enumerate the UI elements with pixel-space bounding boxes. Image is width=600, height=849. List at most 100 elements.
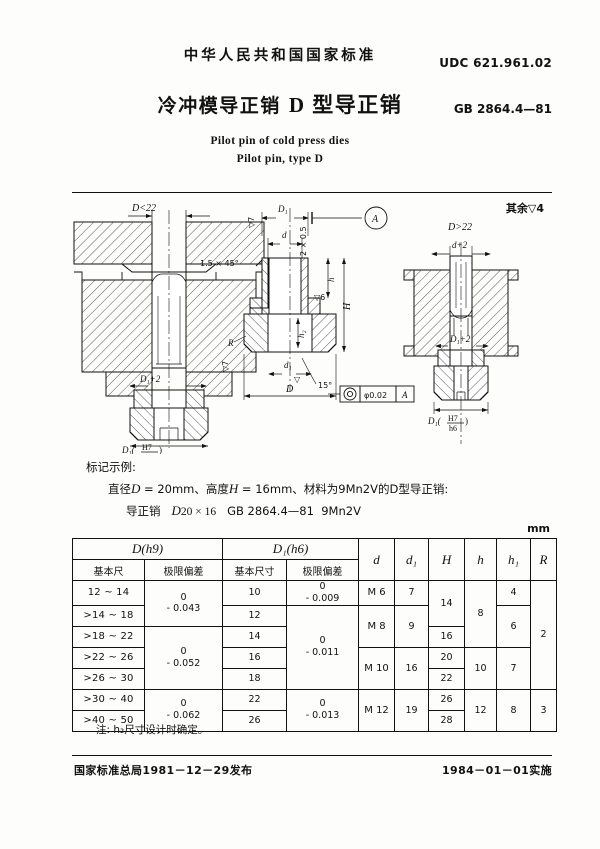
marking-line1-symbol-h: H xyxy=(228,480,239,496)
marking-line2-size: 20 × 16 xyxy=(180,506,217,519)
sub-header-dev-D1: 极限偏差 xyxy=(286,559,360,581)
group-header-D-text: D(h9) xyxy=(131,541,164,556)
svg-text:φ0.02: φ0.02 xyxy=(364,391,387,400)
table-row: >26 ~ 30 18 22 xyxy=(72,667,557,690)
cell-d: M 6 xyxy=(358,580,396,606)
cell-D-deviation: 0 - 0.062 xyxy=(143,688,224,732)
cell-D1-basic: 16 xyxy=(222,646,288,669)
cell-R: 3 xyxy=(530,688,558,732)
svg-text:): ) xyxy=(159,445,162,454)
marking-line1-middle: = 20mm、高度 xyxy=(140,481,229,496)
svg-text:2 × 0.5: 2 × 0.5 xyxy=(299,226,308,256)
cell-d1: 9 xyxy=(394,604,430,648)
center-part-view: D₁ A ▽7 d xyxy=(200,204,415,403)
cell-h: 8 xyxy=(464,580,498,648)
national-standard-label: 中华人民共和国国家标准 xyxy=(183,48,377,64)
cell-d1: 19 xyxy=(394,688,430,732)
title-english-line1: Pilot pin of cold press dies xyxy=(210,135,350,147)
svg-text:): ) xyxy=(465,416,468,426)
svg-text:D₁: D₁ xyxy=(277,204,288,214)
marking-example-line2: 导正销 D20 × 16 GB 2864.4—81 9Mn2V xyxy=(86,500,448,523)
specification-table: D(h9) D₁(h6) d d₁ H h h₁ xyxy=(71,538,558,732)
table-row: >30 ~ 40 0 - 0.062 22 0 - 0.013 M 12 19 … xyxy=(72,688,558,732)
marking-line2-name: 导正销 xyxy=(126,504,161,519)
table-row: >22 ~ 26 16 M 10 16 20 10 7 xyxy=(72,646,557,690)
footer-issue-date: 国家标准总局1981－12－29发布 xyxy=(74,764,253,777)
cell-D-range: >26 ~ 30 xyxy=(72,667,145,690)
cell-h1: 7 xyxy=(496,646,532,690)
svg-text:▽7: ▽7 xyxy=(221,361,230,372)
svg-text:1.5 × 45°: 1.5 × 45° xyxy=(200,259,239,268)
table-unit-label: mm xyxy=(527,522,550,535)
group-header-D1: D₁(h6) xyxy=(222,538,360,560)
cell-d: M 8 xyxy=(358,604,396,648)
cell-H: 26 xyxy=(428,688,466,711)
marking-line1-suffix: = 16mm、材料为9Mn2V的D型导正销: xyxy=(238,481,449,496)
cell-D1-basic: 10 xyxy=(222,580,288,606)
svg-text:h6: h6 xyxy=(143,453,151,454)
svg-text:D₁+2: D₁+2 xyxy=(139,374,161,384)
cell-D-range: >30 ~ 40 xyxy=(72,688,145,711)
marking-example: 标记示例: 直径D = 20mm、高度H = 16mm、材料为9Mn2V的D型导… xyxy=(86,458,448,523)
cell-d1: 7 xyxy=(394,580,430,606)
svg-text:h6: h6 xyxy=(449,424,457,433)
svg-text:D<22: D<22 xyxy=(131,203,156,214)
marking-example-label: 标记示例: xyxy=(86,460,136,474)
cell-D1-deviation: 0 - 0.009 xyxy=(286,580,360,606)
cell-D-deviation: 0 - 0.052 xyxy=(143,625,224,690)
cell-D1-basic: 14 xyxy=(222,625,288,648)
cell-d: M 12 xyxy=(358,688,396,732)
cell-D1-basic: 18 xyxy=(222,667,288,690)
table-row: >14 ~ 18 12 0 - 0.011 M 8 9 6 xyxy=(72,604,557,690)
drawing-svg: D<22 xyxy=(73,203,519,454)
left-assembly-view: D<22 xyxy=(73,203,265,454)
technical-drawing: 其余▽4 D<22 xyxy=(60,196,556,454)
svg-text:H7: H7 xyxy=(448,414,458,423)
sub-header-basic-D: 基本尺 xyxy=(72,559,145,581)
cell-D-range: >14 ~ 18 xyxy=(72,604,145,627)
svg-text:h₂: h₂ xyxy=(296,330,306,338)
cell-D1-basic: 22 xyxy=(222,688,288,711)
svg-text:▽6: ▽6 xyxy=(314,293,325,302)
cell-R: 2 xyxy=(530,580,558,690)
cell-D1-deviation: 0 - 0.013 xyxy=(286,688,360,732)
svg-text:H7: H7 xyxy=(142,443,152,452)
title-type: D 型导正销 xyxy=(288,93,403,117)
cell-h1: 6 xyxy=(496,604,532,648)
cell-H: 16 xyxy=(428,625,466,648)
col-header-d: d xyxy=(358,538,396,581)
cell-H: 20 xyxy=(428,646,466,669)
cell-D1-deviation: 0 - 0.011 xyxy=(286,604,360,690)
cell-H: 14 xyxy=(428,580,466,627)
svg-text:15°: 15° xyxy=(318,381,332,390)
svg-text:H: H xyxy=(342,302,353,311)
marking-line2-symbol-d: D xyxy=(171,503,181,519)
col-header-h1: h₁ xyxy=(496,538,532,581)
header-divider xyxy=(72,192,552,193)
sub-header-basic-D1: 基本尺寸 xyxy=(222,559,288,581)
svg-text:d: d xyxy=(282,230,287,240)
table-row: >40 ~ 50 26 28 xyxy=(72,709,557,732)
cell-D-range: >18 ~ 22 xyxy=(72,625,145,648)
cell-D-range: >22 ~ 26 xyxy=(72,646,145,669)
col-header-h: h xyxy=(464,538,498,581)
svg-text:▽7: ▽7 xyxy=(247,217,256,228)
gb-number: GB 2864.4—81 xyxy=(453,102,552,116)
col-header-d1: d₁ xyxy=(394,538,430,581)
group-header-D: D(h9) xyxy=(71,538,224,560)
cell-D-deviation: 0 - 0.043 xyxy=(143,580,224,627)
cell-H: 22 xyxy=(428,667,466,690)
group-header-D1-text: D₁(h6) xyxy=(272,541,309,556)
marking-line1-prefix: 直径 xyxy=(108,481,131,496)
footer-divider xyxy=(72,755,552,756)
udc-code: UDC 621.961.02 xyxy=(439,56,552,70)
svg-text:d₁: d₁ xyxy=(284,360,292,370)
cell-H: 28 xyxy=(428,709,466,732)
cell-D-range: >40 ~ 50 xyxy=(72,709,145,732)
cell-h: 12 xyxy=(464,688,498,732)
marking-line1-symbol-d: D xyxy=(131,480,141,496)
cell-h1: 4 xyxy=(496,580,532,606)
cell-h: 10 xyxy=(464,646,498,690)
svg-text:A: A xyxy=(371,214,379,225)
